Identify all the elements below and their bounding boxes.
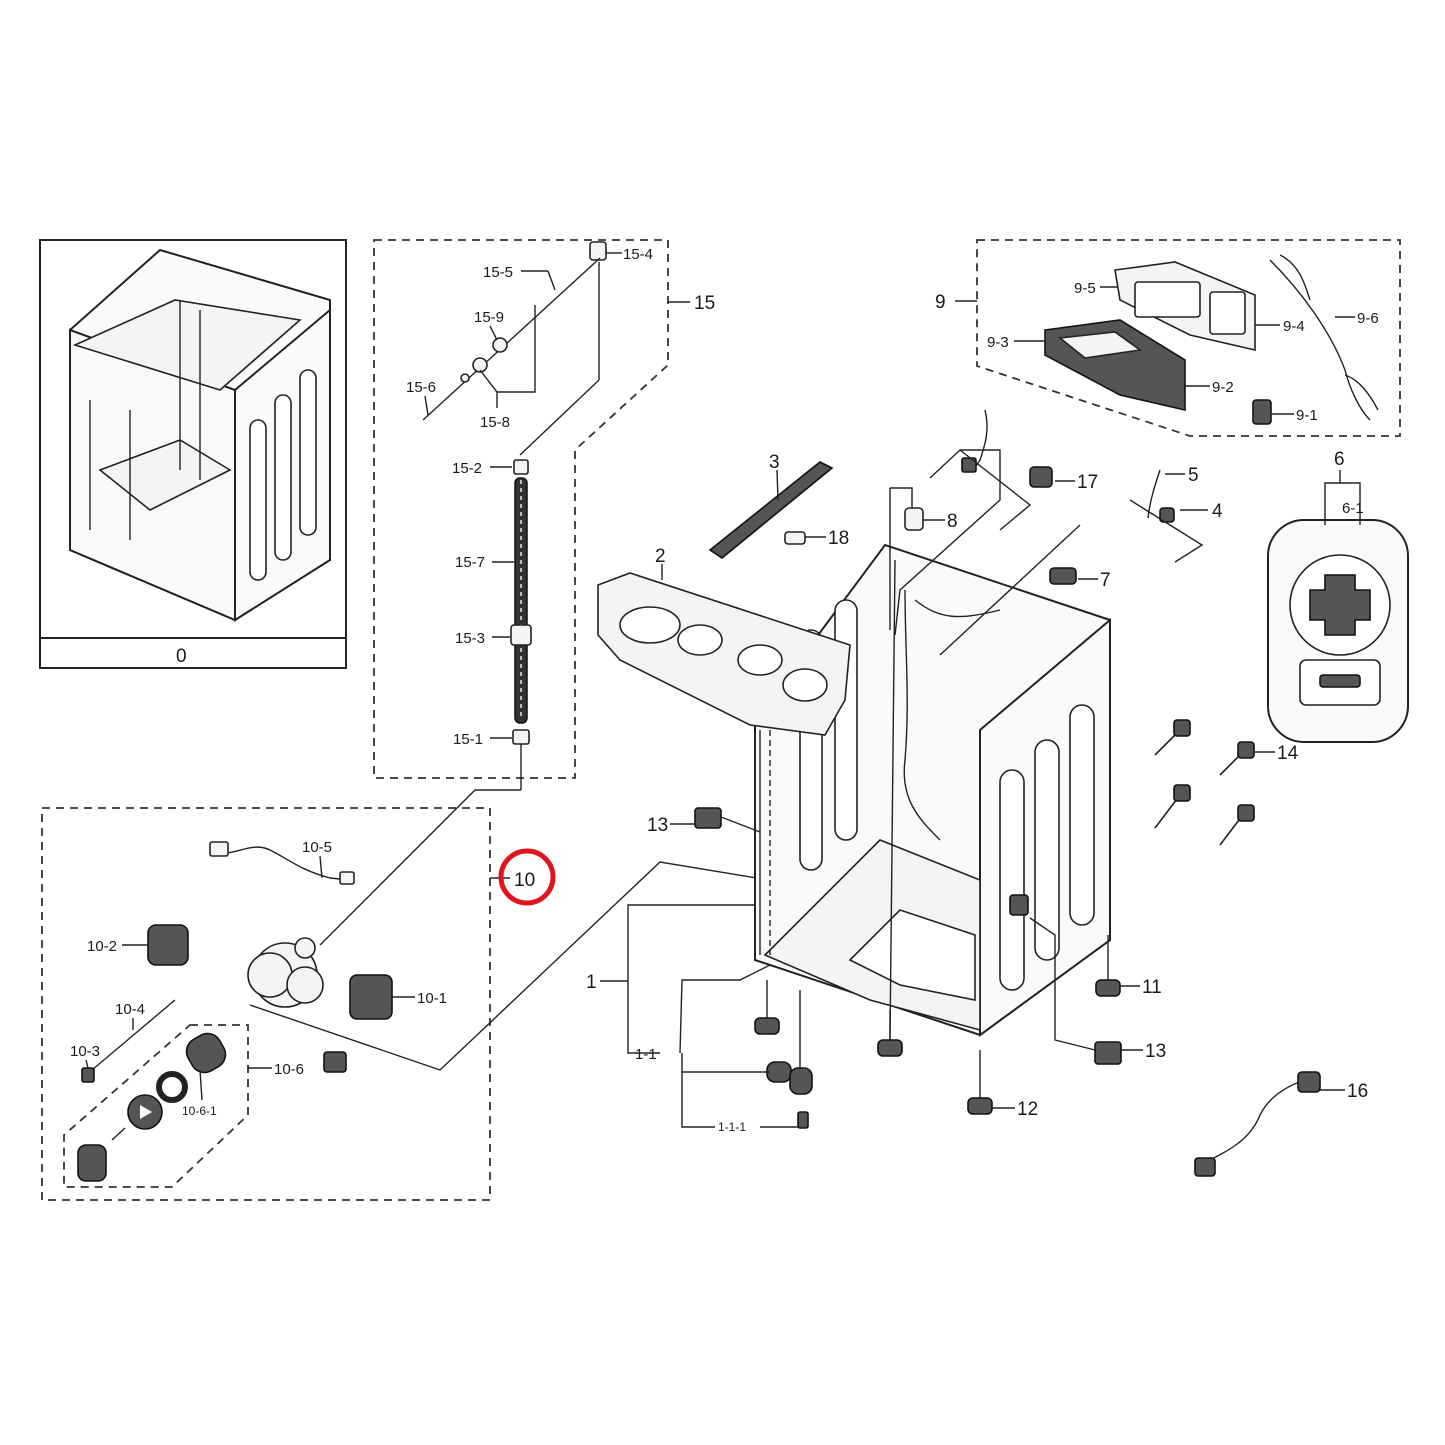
label-10-2: 10-2 bbox=[87, 938, 117, 955]
hook-parts: 13 13 bbox=[647, 807, 1166, 1065]
label-15-8: 15-8 bbox=[480, 414, 510, 431]
pump-parts-drawing bbox=[81, 841, 393, 1083]
label-10-3: 10-3 bbox=[70, 1043, 100, 1060]
label-13-top: 13 bbox=[647, 815, 668, 836]
power-cord-part: 16 bbox=[1194, 1071, 1368, 1177]
filter-parts-drawing bbox=[77, 1032, 227, 1182]
label-10-5: 10-5 bbox=[302, 839, 332, 856]
feet-parts: 14 bbox=[1154, 719, 1299, 846]
label-8: 8 bbox=[947, 511, 958, 532]
label-2: 2 bbox=[655, 546, 666, 567]
label-15: 15 bbox=[694, 293, 715, 314]
label-14: 14 bbox=[1277, 743, 1299, 764]
main-cabinet: 1 1-1 1-1-1 11 12 bbox=[586, 543, 1162, 1134]
label-11: 11 bbox=[1142, 977, 1162, 998]
label-10-6-1: 10-6-1 bbox=[182, 1104, 217, 1118]
label-9-4: 9-4 bbox=[1283, 318, 1305, 335]
label-1-1-1: 1-1-1 bbox=[718, 1120, 746, 1134]
leveling-legs bbox=[754, 935, 1121, 1129]
small-components: 17 8 5 4 7 bbox=[889, 409, 1223, 656]
overview-box: 0 bbox=[39, 239, 347, 669]
pump-filter-subgroup: 10-6 10-6-1 bbox=[63, 1024, 304, 1188]
label-17: 17 bbox=[1077, 472, 1098, 493]
label-9-2: 9-2 bbox=[1212, 379, 1234, 396]
label-10-6: 10-6 bbox=[274, 1061, 304, 1078]
label-12: 12 bbox=[1017, 1099, 1038, 1120]
top-frame-part: 3 18 bbox=[708, 452, 849, 559]
label-9-3: 9-3 bbox=[987, 334, 1009, 351]
control-parts-drawing bbox=[1044, 254, 1379, 425]
label-1: 1 bbox=[586, 972, 597, 993]
label-15-3: 15-3 bbox=[455, 630, 485, 647]
overview-cabinet-drawing bbox=[69, 248, 331, 622]
label-10: 10 bbox=[514, 870, 535, 891]
control-group: 9 9-5 9-4 9-6 9-3 9-2 9-1 bbox=[935, 239, 1401, 437]
label-0: 0 bbox=[176, 646, 187, 667]
label-3: 3 bbox=[769, 452, 780, 473]
back-panel-part: 6 6-1 bbox=[1267, 449, 1409, 743]
label-6-1: 6-1 bbox=[1342, 500, 1364, 517]
label-16: 16 bbox=[1347, 1081, 1368, 1102]
label-4: 4 bbox=[1212, 501, 1223, 522]
label-6: 6 bbox=[1334, 449, 1345, 470]
label-15-7: 15-7 bbox=[455, 554, 485, 571]
label-15-4: 15-4 bbox=[623, 246, 653, 263]
label-10-1: 10-1 bbox=[417, 990, 447, 1007]
pump-assembly-group: 10-5 10 10-2 10-1 10-4 10-3 10-6 10-6 bbox=[41, 789, 1041, 1201]
label-10-4: 10-4 bbox=[115, 1001, 145, 1018]
label-15-5: 15-5 bbox=[483, 264, 513, 281]
label-9-1: 9-1 bbox=[1296, 407, 1318, 424]
front-panel-part: 2 bbox=[597, 546, 851, 736]
label-15-1: 15-1 bbox=[453, 731, 483, 748]
label-18: 18 bbox=[828, 528, 849, 549]
label-7: 7 bbox=[1100, 570, 1111, 591]
label-9-5: 9-5 bbox=[1074, 280, 1096, 297]
label-1-1: 1-1 bbox=[635, 1046, 657, 1063]
label-5: 5 bbox=[1188, 465, 1199, 486]
main-cabinet-drawing bbox=[754, 543, 1111, 1041]
label-13-bottom: 13 bbox=[1145, 1041, 1166, 1062]
label-15-9: 15-9 bbox=[474, 309, 504, 326]
hose-parts-drawing bbox=[422, 241, 607, 790]
label-15-6: 15-6 bbox=[406, 379, 436, 396]
label-9-6: 9-6 bbox=[1357, 310, 1379, 327]
label-15-2: 15-2 bbox=[452, 460, 482, 477]
label-9: 9 bbox=[935, 292, 946, 313]
highlight-ring-10 bbox=[498, 848, 556, 906]
hose-assembly-group: 15 15-5 15-4 15-9 15-6 15-8 15-2 bbox=[373, 239, 715, 790]
